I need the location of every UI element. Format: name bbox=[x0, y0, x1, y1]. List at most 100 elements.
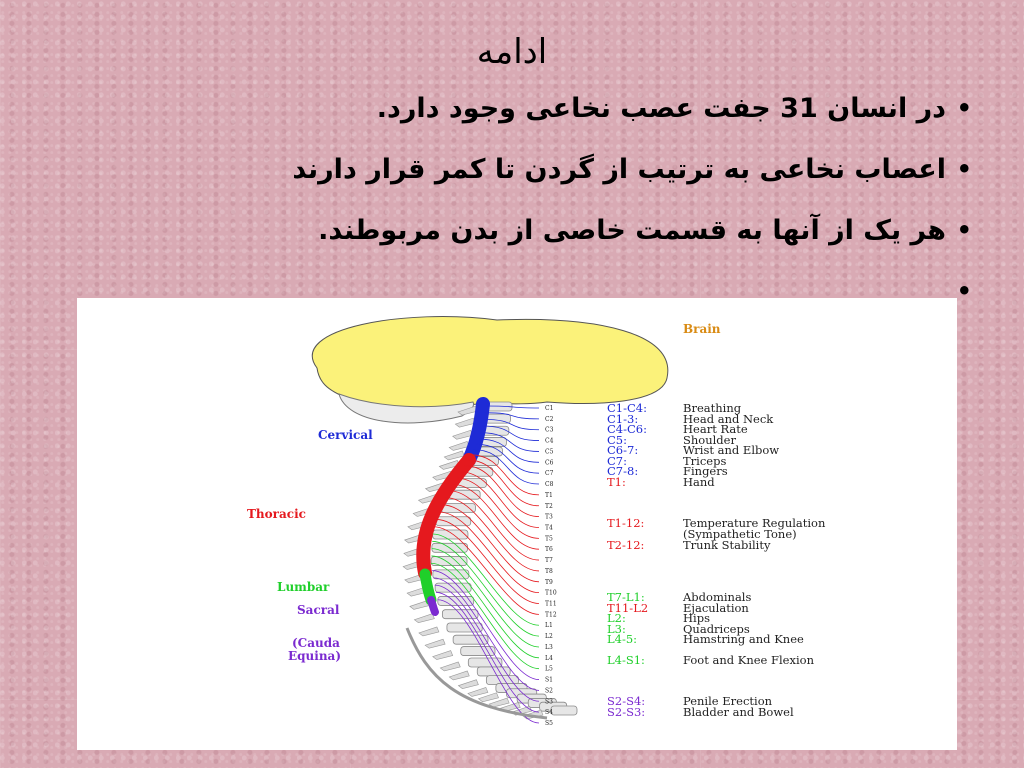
nerve-line bbox=[436, 519, 540, 604]
spine-drawing: C1C2C3C4C5C6C7C8T1T2T3T4T5T6T7T8T9T10T11… bbox=[311, 316, 669, 727]
vertebra-label: T1 bbox=[545, 492, 553, 499]
legend-function: Ejaculation bbox=[683, 601, 749, 615]
legend-row: L4-S1:Foot and Knee Flexion bbox=[607, 653, 814, 667]
vertebra-label: T2 bbox=[545, 503, 553, 510]
nerve-line bbox=[456, 477, 540, 539]
vertebra-label: L4 bbox=[545, 655, 553, 662]
thoracic-cord bbox=[416, 453, 476, 580]
nerve-line bbox=[433, 577, 540, 691]
legend-row: C7-8:Fingers bbox=[607, 464, 728, 478]
vertebra-label: T11 bbox=[545, 601, 557, 608]
legend-function: Abdominals bbox=[683, 590, 752, 604]
vertebra-process bbox=[424, 638, 446, 649]
bullet-item: •هر یک از آنها به قسمت خاصی از بدن مربوط… bbox=[212, 214, 972, 247]
nerve-line bbox=[467, 459, 540, 507]
vertebra-label: T9 bbox=[545, 579, 553, 586]
legend-row: T7-L1: Abdominals bbox=[607, 590, 751, 604]
vertebra-body bbox=[467, 657, 503, 668]
legend-code: T1: bbox=[607, 475, 626, 489]
legend-code: C7: bbox=[607, 454, 627, 468]
vertebra-label: T10 bbox=[545, 590, 557, 597]
bullet-dot-icon: • bbox=[956, 216, 972, 244]
vertebra-body bbox=[446, 622, 483, 633]
legend-function: Wrist and Elbow bbox=[683, 443, 780, 457]
legend-row: S2-S3: Bladder and Bowel bbox=[607, 705, 794, 719]
nerve-line bbox=[433, 526, 540, 615]
legend-code: T7-L1: bbox=[607, 590, 645, 604]
nerve-line bbox=[431, 548, 540, 648]
legend-function: Bladder and Bowel bbox=[683, 705, 794, 719]
vertebra-label: L2 bbox=[545, 633, 553, 640]
legend-code: C1-3: bbox=[607, 412, 639, 426]
legend-function: Hips bbox=[683, 611, 710, 625]
vertebra-label: T3 bbox=[545, 514, 553, 521]
legend-row: L2: Hips bbox=[607, 611, 710, 625]
legend-code: L3: bbox=[607, 622, 626, 636]
vertebra-label: C3 bbox=[545, 427, 554, 434]
legend-row: (Sympathetic Tone) bbox=[607, 527, 797, 541]
nerve-lines-group bbox=[431, 405, 540, 724]
nerve-line bbox=[473, 449, 540, 485]
vertebra-label: S2 bbox=[545, 687, 553, 694]
vertebra-label: T6 bbox=[545, 546, 553, 553]
legend-row: C1-3:Head and Neck bbox=[607, 412, 773, 426]
vertebra-label: S1 bbox=[545, 677, 553, 684]
nerve-line bbox=[431, 555, 540, 659]
legend-function: Foot and Knee Flexion bbox=[683, 653, 814, 667]
nerve-line bbox=[475, 443, 540, 474]
bullet-dot-icon: • bbox=[956, 277, 972, 305]
region-label-sacral: Sacral bbox=[297, 603, 340, 617]
legend-function: Triceps bbox=[683, 454, 727, 468]
vertebra-label: T12 bbox=[545, 611, 557, 618]
vertebra-label: C8 bbox=[545, 481, 554, 488]
legend-row: C7: Triceps bbox=[607, 454, 726, 468]
legend-function: Breathing bbox=[683, 401, 742, 415]
region-label-thoracic: Thoracic bbox=[247, 507, 306, 521]
region-label-cauda: (Cauda bbox=[292, 636, 340, 650]
nerve-line bbox=[434, 584, 540, 702]
bullet-item: • bbox=[212, 275, 972, 308]
lumbar-cord bbox=[419, 568, 437, 606]
nerve-line bbox=[431, 562, 540, 670]
legend-code: S2-S3: bbox=[607, 705, 646, 719]
vertebra-label: T5 bbox=[545, 535, 553, 542]
bullet-list: •در انسان 31 جفت عصب نخاعی وجود دارد. •ا… bbox=[212, 92, 972, 336]
vertebra-label: T4 bbox=[545, 524, 553, 531]
legend-code: L2: bbox=[607, 611, 626, 625]
nerve-line bbox=[432, 570, 540, 680]
nerve-line bbox=[481, 425, 540, 441]
legend-function: Hand bbox=[683, 475, 715, 489]
nerve-line bbox=[478, 438, 540, 463]
vertebrae-group bbox=[402, 401, 578, 720]
vertebra-label: C2 bbox=[545, 416, 554, 423]
nerve-line bbox=[432, 540, 540, 637]
legend-code: C5: bbox=[607, 433, 627, 447]
vertebra-label: S3 bbox=[545, 698, 553, 705]
vertebra-label: S5 bbox=[545, 720, 553, 727]
legend-function: Trunk Stability bbox=[683, 538, 771, 552]
vertebra-label: T7 bbox=[545, 557, 553, 564]
vertebra-label: L5 bbox=[545, 666, 553, 673]
vertebra-label: T8 bbox=[545, 568, 553, 575]
nerve-line bbox=[432, 533, 540, 626]
legend-row: L4-5:Hamstring and Knee bbox=[607, 632, 804, 646]
legend-function: Fingers bbox=[683, 464, 728, 478]
legend-code: C6-7: bbox=[607, 443, 639, 457]
vertebra-process bbox=[448, 670, 470, 681]
legend-row: C5: Shoulder bbox=[607, 433, 736, 447]
legend-row: S2-S4:Penile Erection bbox=[607, 694, 772, 708]
legend-code: T2-12: bbox=[607, 538, 645, 552]
vertebra-label: L3 bbox=[545, 644, 553, 651]
nerve-line bbox=[480, 432, 540, 452]
vertebra-label: C1 bbox=[545, 405, 553, 412]
nerve-line bbox=[442, 504, 540, 583]
legend-function: Shoulder bbox=[683, 433, 736, 447]
legend-code: C1-C4: bbox=[607, 401, 647, 415]
region-label-equina: Equina) bbox=[288, 649, 341, 663]
bullet-text: در انسان 31 جفت عصب نخاعی وجود دارد. bbox=[376, 93, 946, 124]
legend-row: C6-7: Wrist and Elbow bbox=[607, 443, 779, 457]
legend-function: Heart Rate bbox=[683, 422, 748, 436]
bullet-item: •در انسان 31 جفت عصب نخاعی وجود دارد. bbox=[212, 92, 972, 125]
